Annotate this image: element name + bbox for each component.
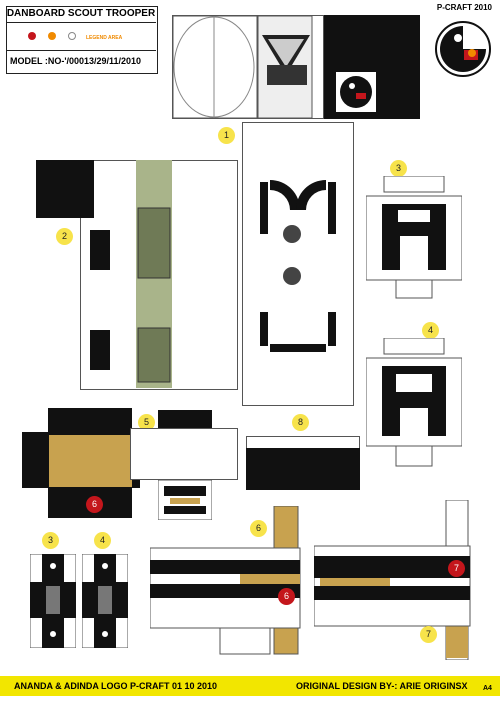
part-7-top bbox=[48, 408, 132, 436]
part-number-6-red: 6 bbox=[86, 496, 103, 513]
part-number-6: 6 bbox=[250, 520, 267, 537]
part-1-logo-decal bbox=[336, 72, 376, 112]
part-7-strip bbox=[314, 500, 471, 660]
part-4-legs bbox=[366, 338, 462, 467]
part-number-3-top: 3 bbox=[390, 160, 407, 177]
part-1-body bbox=[242, 122, 354, 406]
title-block bbox=[6, 6, 158, 74]
footer-left-text: ANANDA & ADINDA LOGO P-CRAFT 01 10 2010 bbox=[14, 681, 218, 691]
part-5-panel bbox=[130, 428, 238, 480]
brand-name: P-CRAFT 2010 bbox=[436, 3, 492, 12]
head-top-drawing bbox=[172, 15, 313, 119]
footer-bar: ANANDA & ADINDA LOGO P-CRAFT 01 10 2010 … bbox=[0, 676, 500, 696]
part-number-2: 2 bbox=[56, 228, 73, 245]
legend-orange-dot bbox=[48, 32, 56, 40]
legend-red-dot bbox=[28, 32, 36, 40]
part-number-5: 5 bbox=[138, 414, 155, 431]
part-number-4-top: 4 bbox=[422, 322, 439, 339]
part-number-7-red-bottom: 7 bbox=[448, 560, 465, 577]
page-title: DANBOARD SCOUT TROOPER bbox=[6, 6, 156, 23]
part-7-tan-face bbox=[48, 434, 134, 488]
part-1-body-drawing bbox=[260, 180, 336, 352]
legend-row: LEGEND AREA bbox=[6, 23, 156, 51]
part-5-top bbox=[158, 410, 212, 428]
model-number: MODEL :NO-'/00013/29/11/2010 bbox=[10, 56, 142, 66]
part-3-arm bbox=[30, 554, 76, 648]
part-7-left bbox=[22, 432, 50, 488]
part-3-legs bbox=[366, 176, 462, 299]
part-2-details bbox=[90, 207, 171, 383]
part-2-black-tab bbox=[36, 160, 94, 218]
part-number-3-bottom: 3 bbox=[42, 532, 59, 549]
part-5-bottom bbox=[158, 480, 212, 520]
part-4-arm bbox=[82, 554, 128, 648]
legend-label: LEGEND AREA bbox=[86, 35, 123, 41]
part-6-strip bbox=[150, 506, 301, 655]
part-number-1: 1 bbox=[218, 127, 235, 144]
legend-white-dot bbox=[68, 32, 76, 40]
page-size-label: A4 bbox=[483, 685, 492, 692]
part-number-7: 7 bbox=[420, 626, 437, 643]
part-number-8: 8 bbox=[292, 414, 309, 431]
footer-right-text: ORIGINAL DESIGN BY-: ARIE ORIGINSX bbox=[296, 681, 468, 691]
brand-logo bbox=[435, 21, 491, 77]
part-8-black-band bbox=[246, 448, 360, 490]
part-number-4-bottom: 4 bbox=[94, 532, 111, 549]
part-number-6-red-bottom: 6 bbox=[278, 588, 295, 605]
